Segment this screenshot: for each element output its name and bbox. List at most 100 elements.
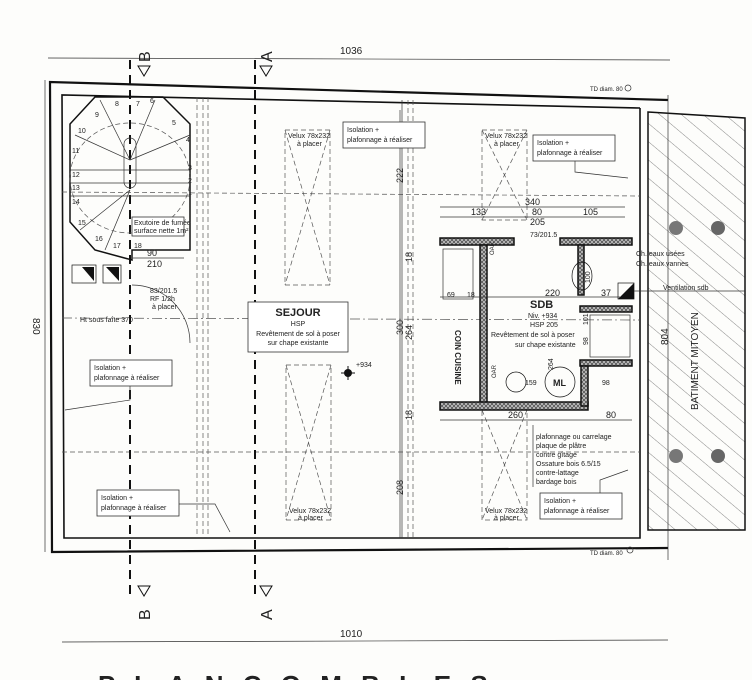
callout-text: plafonnage à réaliser	[94, 375, 160, 382]
dimension-label: 159	[525, 380, 537, 387]
velux-window: Velux 78x232 à placer	[481, 129, 528, 221]
stair-step-number: 8	[115, 101, 119, 108]
velux-label: à placer	[494, 515, 520, 522]
smoke-vent-text: Exutoire de fumée	[134, 220, 191, 227]
section-label: A	[259, 51, 276, 62]
isolation-callout: Isolation + plafonnage à réaliser	[96, 489, 231, 533]
note-line: plaque de plâtre	[536, 443, 586, 450]
dimension-label: 264	[404, 325, 414, 340]
structural-lines	[61, 97, 641, 538]
stair-step-number: 12	[72, 172, 80, 179]
callout-text: Isolation +	[101, 495, 133, 502]
note-line: contre-lattage	[536, 470, 579, 477]
dimension-label: 98	[583, 337, 590, 345]
stair-step-number: 11	[72, 148, 79, 155]
oar-label: OAR	[490, 241, 496, 255]
oar-label: OAR	[492, 364, 498, 378]
callout-text: plafonnage à réaliser	[101, 505, 167, 512]
smoke-vent-text: surface nette 1m²	[134, 228, 189, 235]
callout-text: Isolation +	[347, 127, 379, 134]
velux-label: à placer	[494, 141, 520, 148]
bathroom: 340 133 80 205 105 73/201.5 69 18 COIN C…	[439, 197, 635, 421]
dimension-label: 210	[147, 259, 162, 269]
drain-label: Ch. eaux usées	[636, 251, 685, 258]
dimension-label: 133	[471, 207, 486, 217]
dimension-label: 18	[467, 292, 475, 299]
dimension-label: 220	[545, 288, 560, 298]
velux-label: Velux 78x232	[485, 133, 527, 140]
stair-step-number: 16	[95, 236, 103, 243]
dimension-bottom: 1010	[61, 629, 669, 643]
level-label: +934	[356, 362, 372, 369]
party-wall: BATIMENT MITOYEN 804	[647, 95, 746, 560]
washing-machine-label: ML	[553, 378, 566, 388]
dimension-label: 90	[147, 248, 157, 258]
dimension-label: 100	[585, 271, 592, 283]
dimension-label: 264	[548, 358, 555, 370]
drain-label: Ch. eaux vannes	[636, 261, 689, 268]
room-label-sejour: SEJOUR HSP Revêtement de sol à poser sur…	[247, 301, 349, 353]
stair-step-number: 18	[134, 243, 142, 250]
callout-text: Isolation +	[94, 365, 126, 372]
stair-step-number: 5	[172, 120, 176, 127]
velux-label: Velux 78x232	[485, 508, 527, 515]
wall-build-up-note: plafonnage ou carrelage plaque de plâtre…	[532, 425, 612, 487]
velux-label: à placer	[297, 141, 323, 148]
dimension-label: 804	[660, 328, 671, 345]
exterior-walls	[48, 80, 669, 554]
isolation-callout: Isolation + plafonnage à réaliser	[64, 359, 173, 411]
door-label: RF 1/2h	[150, 296, 175, 303]
party-wall-label: BATIMENT MITOYEN	[690, 312, 701, 410]
room-floor-note: Revêtement de sol à poser	[256, 331, 340, 338]
dimension-label: 208	[395, 480, 405, 495]
note-line: bardage bois	[536, 479, 577, 486]
ridge-height-label: Ht sous faîte 370	[80, 317, 133, 324]
downpipe-label: TD diam. 80	[590, 551, 623, 557]
stair-step-number: 10	[78, 128, 86, 135]
stair-step-number: 14	[72, 199, 80, 206]
dimension-label: 101	[583, 313, 590, 325]
velux-label: Velux 78x232	[288, 133, 330, 140]
ventilation-label: Ventilation sdb	[663, 285, 709, 292]
room-floor-note: sur chape existante	[268, 340, 329, 347]
stair-step-number: 9	[95, 112, 99, 119]
callout-text: Isolation +	[537, 140, 569, 147]
isolation-callout: Isolation + plafonnage à réaliser	[342, 121, 426, 149]
dimension-label: 340	[525, 197, 540, 207]
room-hsp: HSP	[291, 321, 306, 328]
stair-step-number: 1	[188, 190, 192, 197]
stair-step-number: 4	[186, 137, 190, 144]
stair-step-number: 17	[113, 243, 121, 250]
callout-text: plafonnage à réaliser	[347, 137, 413, 144]
dimension-label: 205	[530, 217, 545, 227]
dimension-left: 830	[30, 80, 46, 552]
room-name: SEJOUR	[275, 307, 320, 319]
section-b: B B	[129, 51, 154, 620]
stair-step-number: 6	[150, 98, 154, 105]
callout-text: plafonnage à réaliser	[544, 508, 610, 515]
note-line: contre gîtage	[536, 452, 577, 459]
dimension-label: 1036	[340, 46, 363, 57]
dimension-label: 300	[395, 320, 405, 335]
section-label: B	[137, 609, 154, 620]
dimension-label: 830	[30, 318, 41, 335]
dimension-label: 18	[404, 252, 414, 262]
dimension-label: 105	[583, 207, 598, 217]
velux-label: Velux 78x232	[289, 508, 331, 515]
dimension-label: 1010	[340, 629, 363, 640]
dimension-label: 18	[404, 410, 414, 420]
door-label: à placer	[152, 304, 178, 311]
callout-text: Isolation +	[544, 498, 576, 505]
downpipe-label: TD diam. 80	[590, 87, 623, 93]
room-level: Niv. +934	[528, 313, 557, 320]
stair-step-number: 13	[72, 185, 80, 192]
callout-text: plafonnage à réaliser	[537, 150, 603, 157]
dimension-label: 80	[532, 207, 542, 217]
room-hsp: HSP 205	[530, 322, 558, 329]
dimension-label: 37	[601, 288, 611, 298]
stair-step-number: 2	[188, 178, 192, 185]
stair-step-number: 3	[188, 165, 192, 172]
door-label: 73/201.5	[530, 232, 557, 239]
stair-step-number: 7	[136, 101, 140, 108]
